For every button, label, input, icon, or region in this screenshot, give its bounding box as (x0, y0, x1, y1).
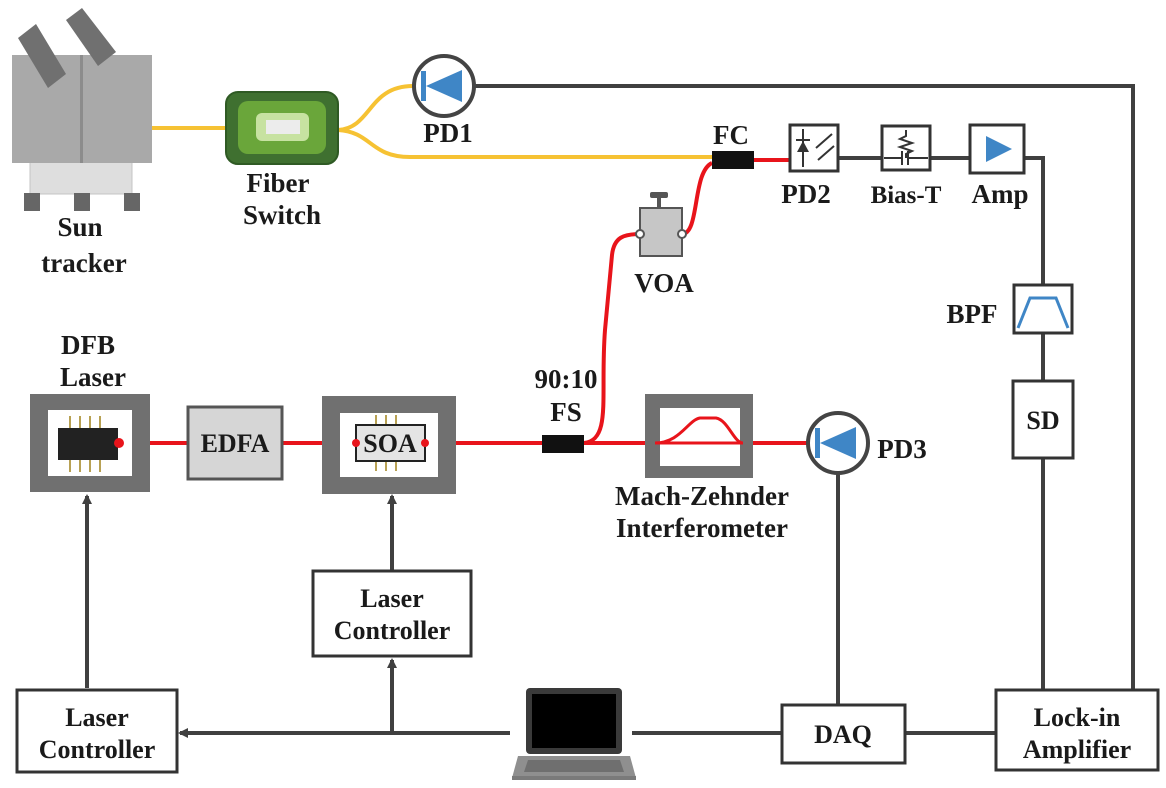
fs-label-line2: FS (550, 397, 582, 427)
edfa-label: EDFA (201, 429, 270, 458)
solar-fibers (152, 84, 712, 159)
mzi-label-line2: Interferometer (616, 513, 788, 543)
dfb-laser-module (30, 394, 150, 492)
dfb-label-line2: Laser (60, 362, 126, 392)
pd1-photodiode (412, 54, 476, 118)
fs-label-line1: 90:10 (535, 364, 598, 394)
bandpass-filter (1012, 283, 1074, 335)
mach-zehnder-interferometer (645, 394, 753, 478)
fiber-switch-label-line1: Fiber (247, 168, 310, 198)
fiber-coupler-fc (712, 151, 754, 169)
daq-label: DAQ (814, 720, 872, 749)
bias-t-label: Bias-T (871, 182, 942, 209)
pd3-photodiode (806, 411, 870, 475)
sd-box (1011, 379, 1075, 460)
switch-to-pd1-fiber (337, 84, 414, 132)
rf-amplifier (968, 123, 1026, 175)
laser-controller-dfb-box (15, 688, 179, 774)
fc-label: FC (713, 120, 749, 150)
laptop-icon (512, 688, 636, 780)
lock-in-label-line2: Amplifier (1023, 735, 1131, 764)
bias-t (880, 124, 932, 172)
fiber-switch-label-line2: Switch (243, 200, 321, 230)
soa-module (322, 396, 456, 494)
sun-tracker-label-line1: Sun (57, 212, 102, 242)
pd3-label: PD3 (877, 434, 927, 464)
fiber-splitter-fs (542, 435, 584, 453)
pd1-to-lockin-wire (475, 84, 1135, 690)
laser-controller-soa-label-line1: Laser (360, 584, 424, 613)
voa-attenuator (635, 192, 687, 257)
sun-tracker (12, 8, 152, 211)
daq-box (780, 703, 907, 765)
amp-to-bpf-wire (1024, 156, 1045, 285)
laser-controller-soa-label-line2: Controller (334, 616, 451, 645)
lock-in-label-line1: Lock-in (1034, 703, 1121, 732)
bpf-label: BPF (947, 299, 998, 329)
pd1-label: PD1 (423, 118, 473, 148)
voa-to-fc-fiber (681, 161, 714, 236)
sun-tracker-label-line2: tracker (41, 248, 126, 278)
electrical-wires (82, 84, 1135, 738)
fiber-switch (225, 91, 339, 165)
mzi-label-line1: Mach-Zehnder (615, 481, 789, 511)
pd2-label: PD2 (781, 179, 831, 209)
switch-to-fc-fiber (337, 128, 712, 159)
soa-label: SOA (363, 429, 417, 458)
laser-controller-soa-box (311, 569, 473, 658)
fs-to-voa-fiber (583, 232, 641, 445)
amp-label: Amp (971, 179, 1028, 209)
laser-controller-dfb-label-line2: Controller (39, 735, 156, 764)
voa-label: VOA (634, 268, 694, 298)
edfa-box (186, 405, 284, 481)
dfb-label-line1: DFB (61, 330, 115, 360)
sd-label: SD (1026, 406, 1059, 435)
laser-controller-dfb-label-line1: Laser (65, 703, 129, 732)
pd2-detector (788, 123, 840, 173)
lock-in-amplifier-box (994, 688, 1160, 772)
